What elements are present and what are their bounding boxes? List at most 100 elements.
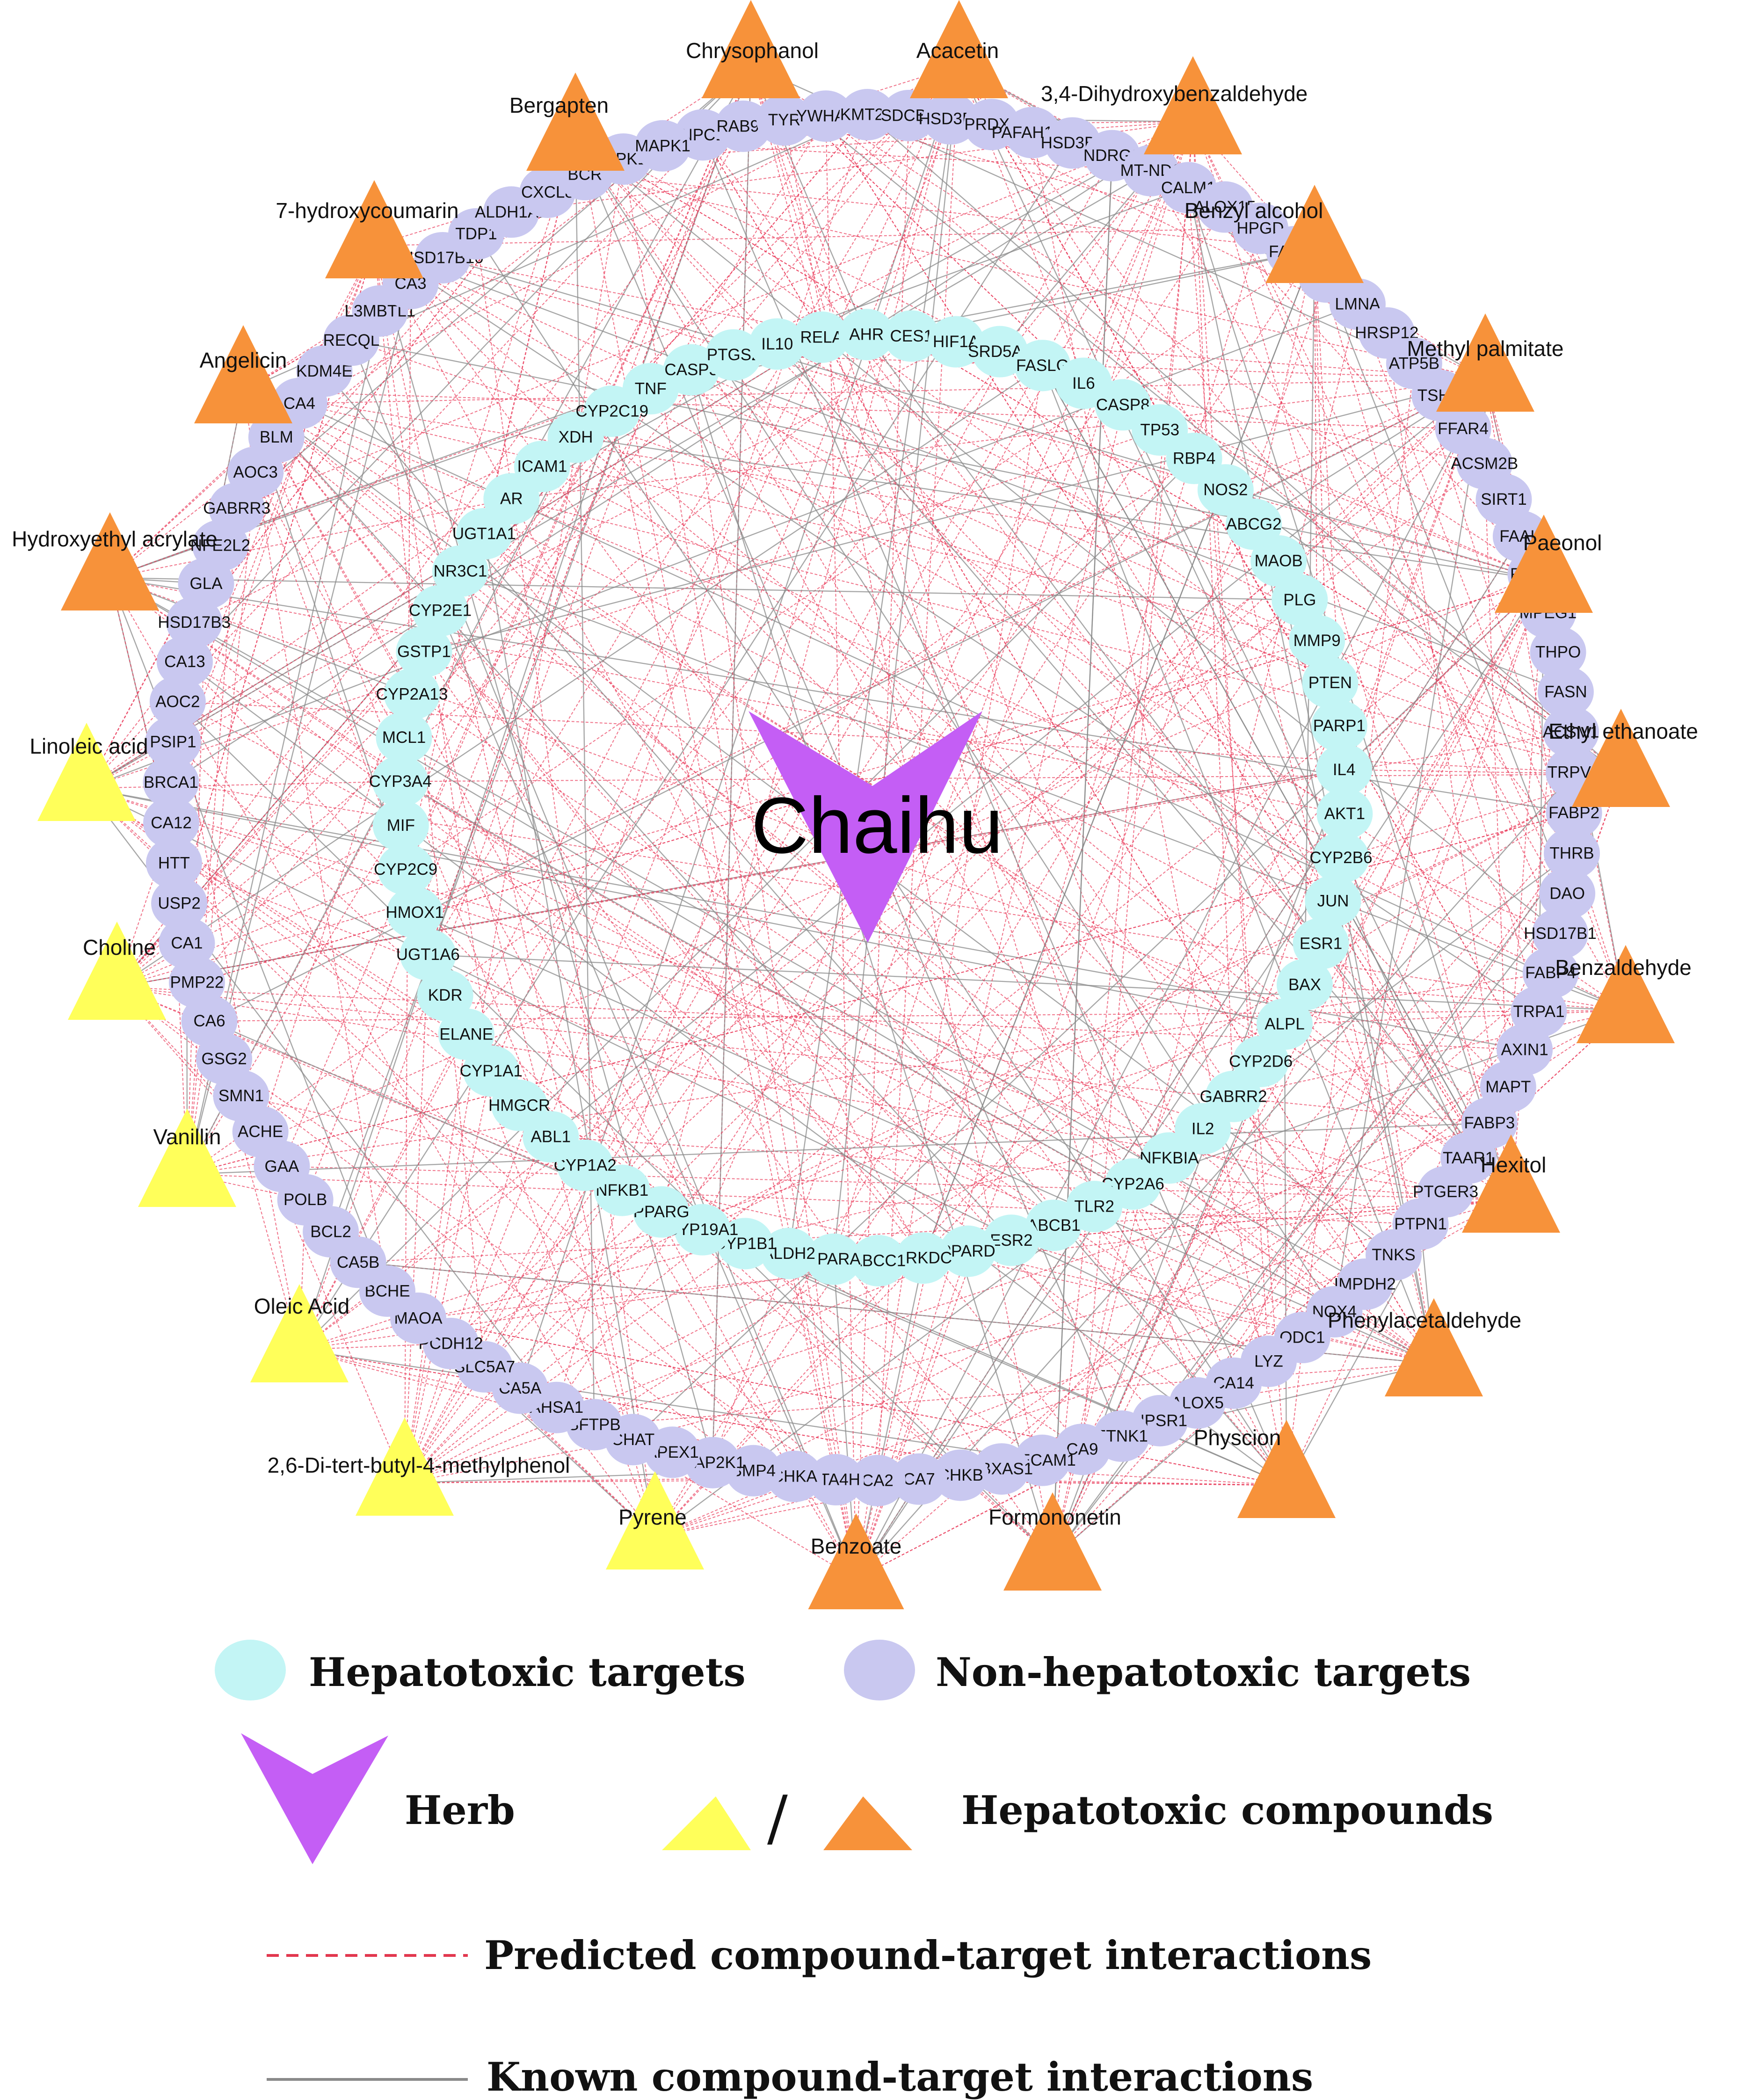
compound-node: Methyl palmitate (1407, 313, 1564, 412)
predicted-interaction-edge (243, 390, 1161, 1421)
target-label: FABP4 (1525, 964, 1576, 982)
compound-label: 3,4-Dihydroxybenzaldehyde (1041, 81, 1308, 106)
target-label: GSG2 (201, 1050, 247, 1068)
predicted-interaction-edge (281, 65, 751, 1167)
compound-triangle (1572, 709, 1670, 807)
predicted-interaction-edge (374, 245, 1469, 1159)
compound-node: 7-hydroxycoumarin (276, 180, 459, 278)
predicted-interaction-edge (174, 863, 1434, 1364)
predicted-interaction-edge (466, 121, 1193, 1035)
compound-node: Benzyl alcohol (1184, 185, 1364, 283)
target-label: RBP4 (1173, 449, 1215, 467)
non-hepatotoxic-target-node: USP2 (151, 878, 208, 930)
known-interaction-edge (116, 365, 1043, 988)
target-circle (805, 1233, 862, 1285)
known-interaction-edge (1334, 378, 1486, 1312)
target-label: ICAM1 (517, 458, 567, 476)
predicted-interaction-edge (1268, 580, 1544, 1362)
target-label: LMNA (1335, 295, 1381, 313)
target-label: HMGCR (488, 1096, 550, 1114)
target-label: BCL2 (310, 1223, 351, 1241)
target-circle (807, 1454, 864, 1506)
hepatotoxic-target-node: KDR (417, 969, 473, 1021)
predicted-interaction-edge (1344, 378, 1486, 770)
target-circle (928, 316, 984, 368)
predicted-interaction-edge (243, 390, 1561, 934)
non-hepatotoxic-target-node: HTT (145, 837, 202, 889)
predicted-interaction-edge (1011, 1240, 1434, 1364)
non-hepatotoxic-target-node: THRB (1544, 828, 1600, 879)
target-label: CYP2D6 (1229, 1052, 1293, 1070)
target-label: CA9 (1066, 1440, 1098, 1459)
hepatotoxic-target-node: NR3C1 (432, 545, 488, 597)
compound-label: Linoleic acid (29, 734, 148, 758)
predicted-interaction-edge (690, 370, 857, 1579)
compound-node: Formononetin (988, 1492, 1121, 1591)
compound-node: Physcion (1194, 1420, 1336, 1518)
known-interaction-edge (186, 437, 576, 1175)
target-circle (766, 1450, 823, 1502)
compound-label: Phenylacetaldehyde (1328, 1308, 1521, 1332)
compound-label: Angelicin (200, 348, 287, 372)
predicted-interaction-edge (187, 583, 207, 1175)
target-label: NR3C1 (434, 562, 487, 580)
herb-icon (748, 711, 982, 943)
compound-triangle (1462, 1134, 1560, 1233)
target-label: TNKS (1372, 1246, 1415, 1264)
target-label: KDM4E (296, 362, 353, 380)
predicted-interaction-edge (282, 1166, 1511, 1200)
compound-node: Benzaldehyde (1555, 945, 1692, 1043)
predicted-interaction-edge (374, 245, 924, 1258)
compound-node: Vanillin (138, 1109, 236, 1207)
target-circle (939, 1225, 996, 1277)
predicted-interaction-edge (877, 1480, 1287, 1486)
target-label: MMP9 (1293, 632, 1341, 650)
legend-herb: Herb (405, 1787, 515, 1833)
known-interaction-edge (690, 370, 1054, 1558)
known-interaction-edge (428, 954, 1626, 1011)
target-circle (1532, 908, 1589, 959)
hepatotoxic-target-node: ALDH2 (761, 1228, 817, 1279)
predicted-interaction-edge (451, 774, 1621, 1344)
predicted-interaction-edge (1188, 188, 1287, 1486)
predicted-interaction-edge (187, 574, 1536, 1175)
hepatotoxic-target-node: AHR (838, 309, 895, 361)
predicted-interaction-edge (856, 228, 1261, 1579)
compound-node: Oleic Acid (250, 1284, 349, 1382)
target-circle (143, 756, 199, 808)
predicted-interaction-edge (1197, 1363, 1434, 1404)
predicted-interaction-edge (1286, 363, 1415, 1486)
target-label: NOS2 (1203, 481, 1248, 499)
predicted-interaction-edge (825, 116, 1621, 775)
hepatotoxic-target-node: PPARA (805, 1233, 862, 1285)
target-label: PTGER3 (1413, 1183, 1478, 1201)
compound-node: Hydroxyethyl acrylate (12, 512, 218, 610)
non-hepatotoxic-target-node: AOC2 (149, 676, 206, 727)
known-interaction-edge (187, 1122, 1490, 1175)
target-label: CA13 (164, 653, 205, 671)
predicted-interaction-edge (959, 65, 1572, 854)
hepatotoxic-target-node: CYP3A4 (369, 756, 432, 807)
predicted-interaction-edge (405, 250, 1315, 870)
legend-hepatotoxic-compounds: Hepatotoxic compounds (961, 1787, 1493, 1833)
target-label: CYP2C19 (575, 402, 648, 421)
predicted-interaction-edge (654, 524, 1255, 1537)
target-label: KDR (428, 986, 463, 1004)
hepatotoxic-target-node: PTEN (1302, 657, 1359, 709)
target-label: AHR (849, 326, 884, 344)
hepatotoxic-target-node: GSTP1 (396, 626, 452, 678)
predicted-interaction-edge (404, 1034, 467, 1483)
predicted-interaction-edge (404, 954, 429, 1483)
target-label: ELANE (439, 1025, 493, 1043)
predicted-interaction-edge (243, 390, 924, 1258)
predicted-interaction-edge (825, 116, 1511, 1200)
target-circle (463, 1045, 519, 1097)
predicted-interaction-edge (418, 1317, 1287, 1486)
legend-non-hepatotoxic-targets: Non-hepatotoxic targets (936, 1649, 1471, 1695)
compound-node: Choline (68, 922, 166, 1020)
predicted-interaction-edge (654, 599, 1301, 1537)
target-label: ATP5B (1389, 354, 1439, 372)
target-circle (145, 716, 201, 768)
non-hepatotoxic-target-node: CA2 (849, 1454, 906, 1506)
compound-label: Methyl palmitate (1407, 336, 1564, 361)
